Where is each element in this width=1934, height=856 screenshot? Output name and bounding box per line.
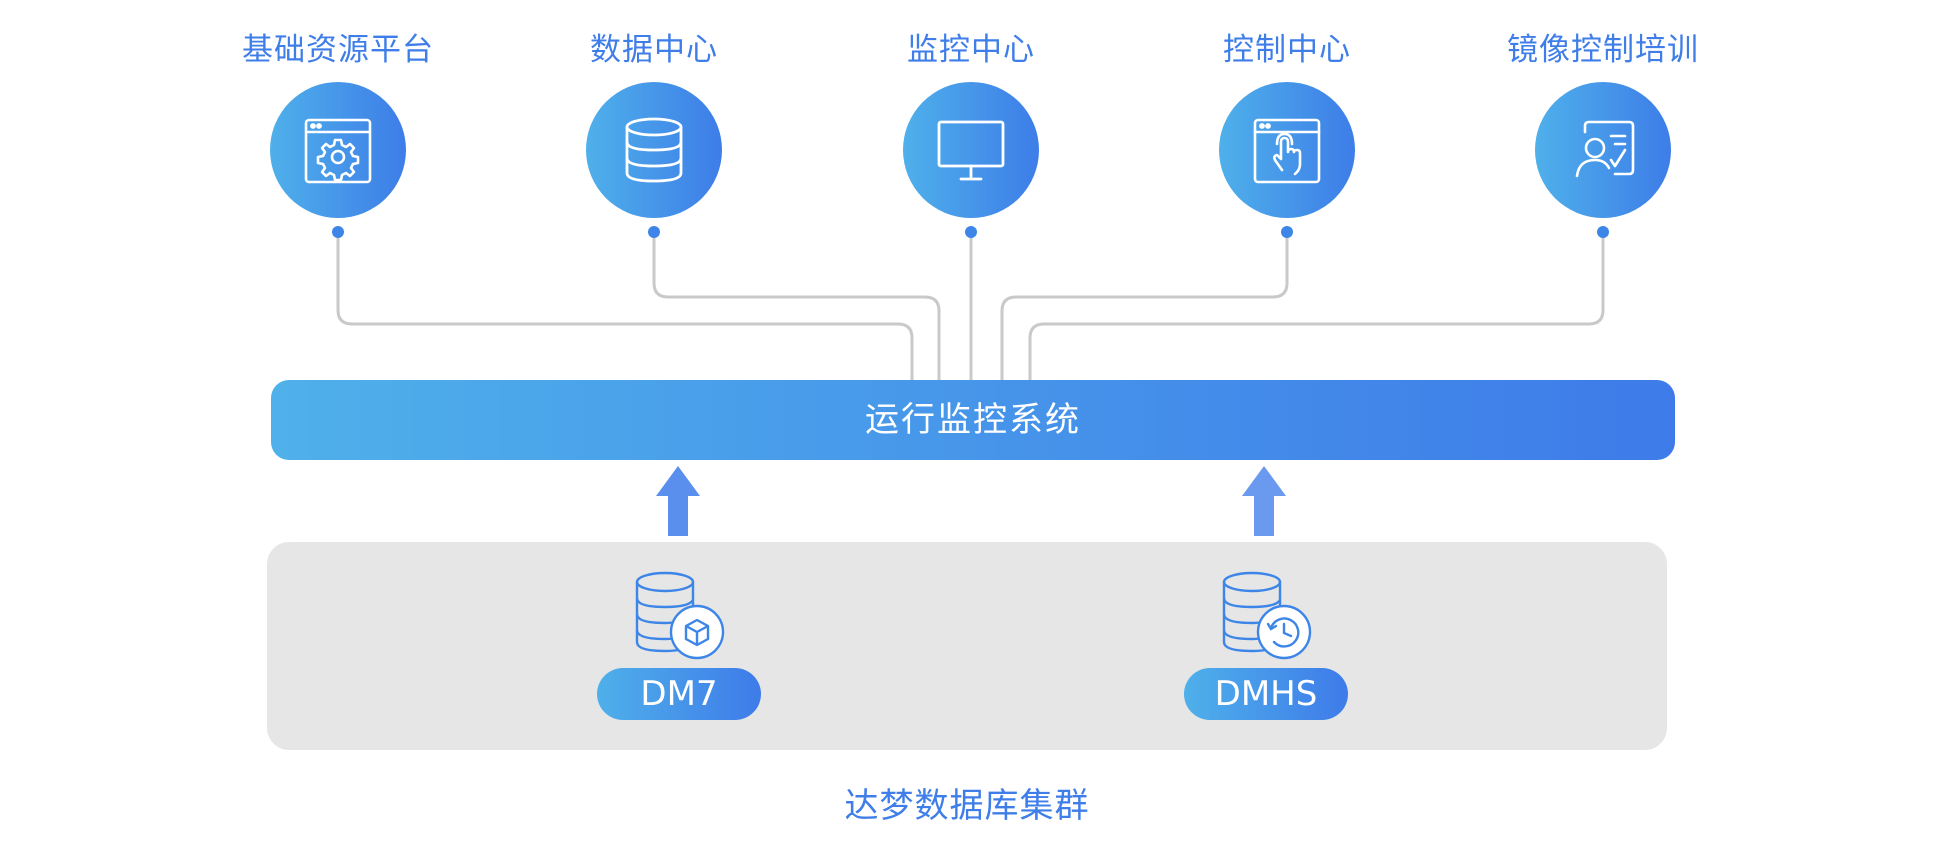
settings-window-icon bbox=[304, 118, 372, 184]
training-profile-icon bbox=[1575, 120, 1635, 178]
connector-1 bbox=[336, 232, 914, 380]
module-title: 数据中心 bbox=[590, 32, 718, 68]
connector-dot-2 bbox=[648, 226, 660, 238]
module-title: 基础资源平台 bbox=[242, 32, 434, 68]
connector-dot-5 bbox=[1597, 226, 1609, 238]
module-title: 监控中心 bbox=[907, 32, 1035, 68]
module-circle bbox=[586, 82, 722, 218]
cluster-label: 达梦数据库集群 bbox=[844, 786, 1090, 826]
connector-dot-1 bbox=[332, 226, 344, 238]
monitoring-system-bar: 运行监控系统 bbox=[271, 380, 1675, 460]
db-node-dmhs: DMHS bbox=[1181, 570, 1351, 720]
module-circle bbox=[1535, 82, 1671, 218]
db-node-label: DM7 bbox=[597, 668, 761, 720]
connector-5 bbox=[1028, 232, 1605, 380]
module-circle bbox=[270, 82, 406, 218]
db-node-label: DMHS bbox=[1184, 668, 1348, 720]
connector-dot-4 bbox=[1281, 226, 1293, 238]
module-circle bbox=[1219, 82, 1355, 218]
connector-4 bbox=[1000, 232, 1289, 380]
module-control-center: 控制中心 bbox=[1157, 28, 1417, 218]
connector-2 bbox=[652, 232, 941, 380]
cluster-box bbox=[267, 542, 1667, 750]
db-node-dm7: DM7 bbox=[594, 570, 764, 720]
database-package-icon bbox=[635, 571, 725, 660]
database-icon bbox=[625, 117, 683, 183]
monitor-icon bbox=[937, 120, 1005, 181]
touch-window-icon bbox=[1253, 118, 1321, 184]
up-arrow-right bbox=[1242, 466, 1286, 536]
database-sync-icon bbox=[1222, 571, 1312, 660]
module-basic-resource-platform: 基础资源平台 bbox=[208, 28, 468, 218]
module-circle bbox=[903, 82, 1039, 218]
module-title: 控制中心 bbox=[1223, 32, 1351, 68]
module-monitoring-center: 监控中心 bbox=[841, 28, 1101, 218]
connector-dot-3 bbox=[965, 226, 977, 238]
module-data-center: 数据中心 bbox=[524, 28, 784, 218]
module-title: 镜像控制培训 bbox=[1507, 32, 1699, 68]
up-arrow-left bbox=[656, 466, 700, 536]
module-mirror-control-training: 镜像控制培训 bbox=[1473, 28, 1733, 218]
